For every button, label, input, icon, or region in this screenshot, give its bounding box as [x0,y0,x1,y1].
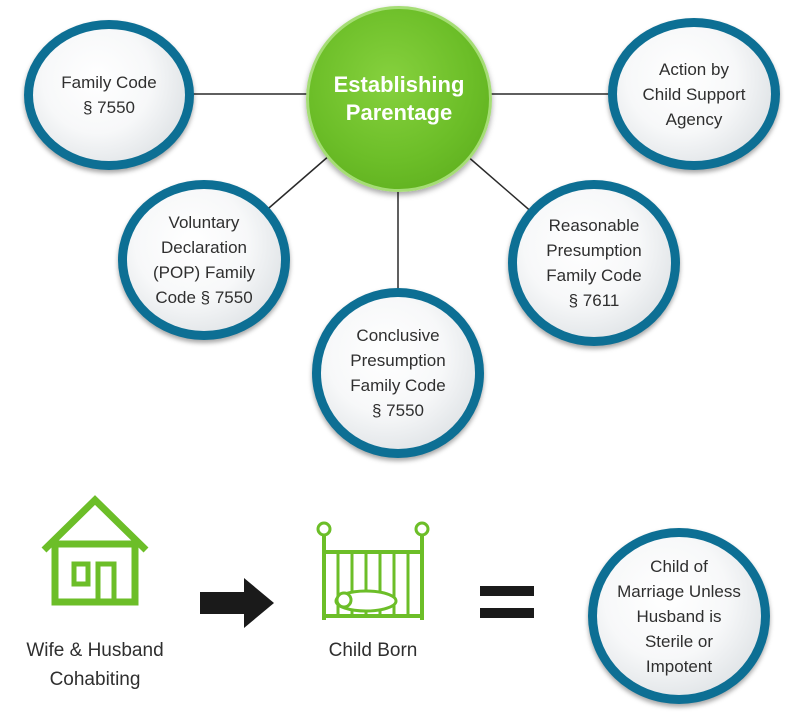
reasonable-presumption-node: Reasonable Presumption Family Code § 761… [508,180,680,346]
connector-voluntary [261,154,331,215]
voluntary-declaration-node: Voluntary Declaration (POP) Family Code … [118,180,290,340]
child-of-marriage-label: Child of Marriage Unless Husband is Ster… [617,556,741,676]
connector-reasonable [465,154,535,215]
conclusive-presumption-node: Conclusive Presumption Family Code § 755… [312,288,484,458]
voluntary-declaration-label: Voluntary Declaration (POP) Family Code … [153,213,255,307]
arrow-right-icon [200,578,274,628]
child-support-agency-node: Action by Child Support Agency [608,18,780,170]
child-support-label: Action by Child Support Agency [642,59,746,129]
conclusive-presumption-label: Conclusive Presumption Family Code § 755… [350,326,446,420]
family-code-label: Family Code § 7550 [61,73,157,117]
child-of-marriage-node: Child of Marriage Unless Husband is Ster… [588,528,770,704]
child-born-caption: Child Born [328,640,418,661]
wife-husband-cohabiting-caption: Wife & Husband Cohabiting [26,640,164,690]
family-code-7550-node: Family Code § 7550 [24,20,194,170]
center-label: Establishing Parentage [333,72,465,125]
house-icon [41,495,149,606]
equals-icon [480,586,534,618]
crib-icon [316,521,430,620]
establishing-parentage-node: Establishing Parentage [306,6,492,192]
reasonable-presumption-label: Reasonable Presumption Family Code § 761… [546,216,642,310]
